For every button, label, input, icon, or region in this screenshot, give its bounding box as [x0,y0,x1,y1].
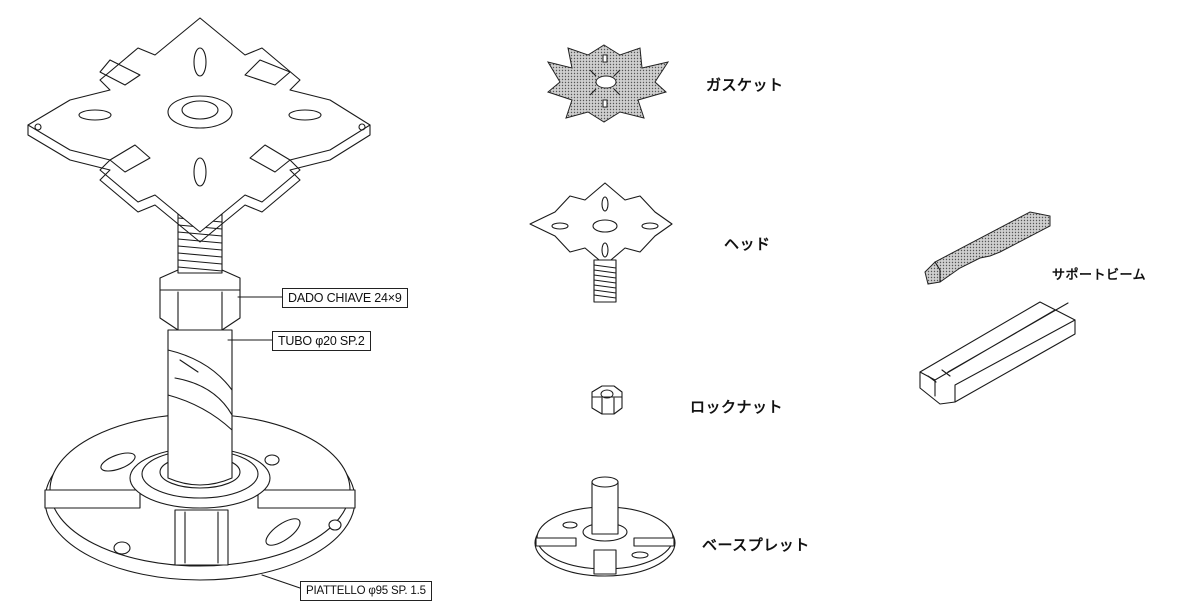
gasket-drawing [546,44,670,123]
lock-nut-drawing [591,385,623,415]
support-beam-drawing [919,211,1076,405]
callout-tubo: TUBO φ20 SP.2 [272,331,371,351]
label-base-plate: ベースプレット [702,536,810,554]
callout-dado-chiave: DADO CHIAVE 24×9 [282,288,408,308]
main-nut [159,269,241,331]
base-plate-drawing [534,476,676,577]
leader-base [261,574,301,589]
main-pedestal [27,17,371,589]
callout-piattello: PIATTELLO φ95 SP. 1.5 [300,581,432,601]
label-head: ヘッド [724,235,771,253]
head-drawing [529,182,673,303]
main-tube [167,329,233,486]
label-gasket: ガスケット [706,76,784,94]
label-support-beam: サポートビーム [1052,268,1147,283]
main-head-plate [27,17,371,243]
label-lock-nut: ロックナット [690,398,784,416]
